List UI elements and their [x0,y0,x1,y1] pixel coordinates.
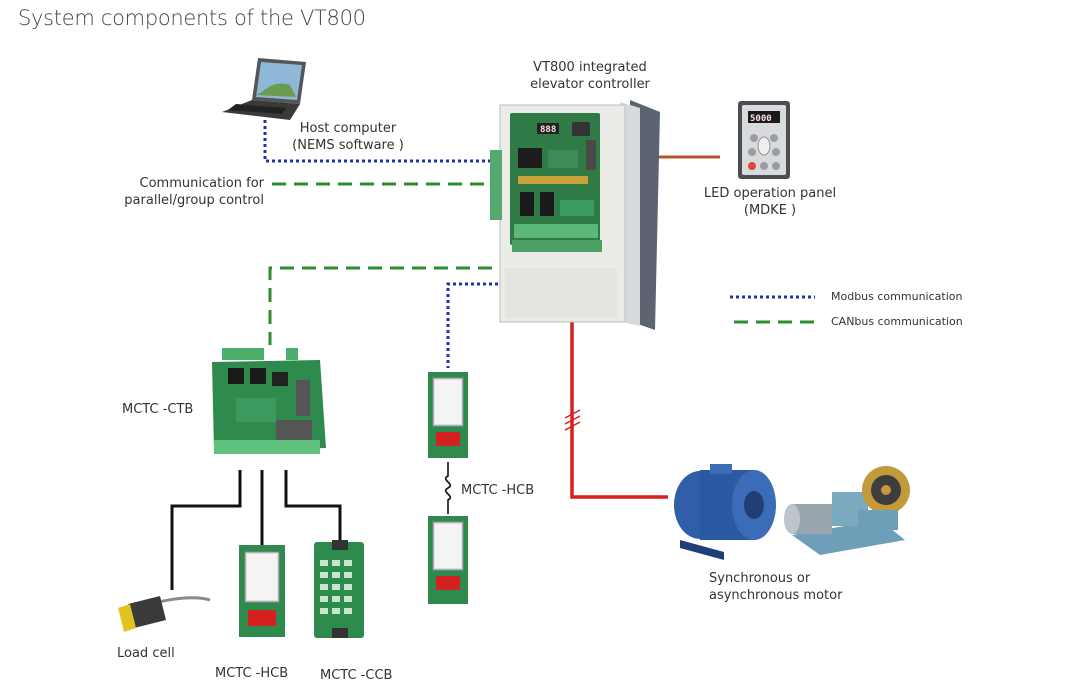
sensor-icon [118,596,211,632]
hcb-chain-squiggle [444,462,452,514]
controller-cabinet-icon: 888 [490,100,660,330]
led-panel-line2: (MDKE ) [743,203,797,218]
power-line-motor [570,322,668,499]
legend-canbus-label: CANbus communication [831,315,963,328]
traction-machine-icon [784,466,910,555]
hcb-chain-label: MCTC -HCB [461,483,535,498]
led-panel-line1: LED operation panel [703,186,837,201]
host-computer-label: Host computer (NEMS software ) [278,120,418,154]
parallel-control-label: Communication for parallel/group control [106,175,264,209]
display-board-icon-top [428,372,468,458]
control-board-icon [212,348,326,454]
host-computer-line1: Host computer [299,121,397,136]
ctb-label: MCTC -CTB [122,402,194,417]
hcb-car-label: MCTC -HCB [215,666,289,681]
led-panel-label: LED operation panel (MDKE ) [700,185,840,219]
call-board-icon [314,540,364,638]
svg-text:888: 888 [540,125,556,135]
parallel-control-line1: Communication for [139,176,264,191]
motor-icon [674,464,776,560]
controller-label: VT800 integrated elevator controller [505,59,675,93]
page-title: System components of the VT800 [18,6,366,30]
motor-line1: Synchronous or [709,571,811,586]
host-computer-line2: (NEMS software ) [292,138,404,153]
display-board-icon-car [239,545,285,637]
keypad-panel-icon: 5000 [738,101,790,179]
motor-label: Synchronous or asynchronous motor [709,570,842,604]
ccb-label: MCTC -CCB [320,668,393,683]
controller-label-line2: elevator controller [530,77,650,92]
parallel-control-line2: parallel/group control [124,193,264,208]
motor-line2: asynchronous motor [709,588,843,603]
panel-led-display: 5000 [750,114,772,124]
wire-load-cell [170,470,242,590]
display-board-icon-bottom [428,516,468,604]
cable-break-marks [564,409,581,431]
wire-ccb [284,470,342,542]
canbus-line-ctb [268,250,520,345]
modbus-line-host [263,120,490,163]
laptop-icon [222,58,306,120]
legend-modbus-label: Modbus communication [831,290,963,303]
modbus-line-hcb [446,250,532,368]
load-cell-label: Load cell [117,646,175,661]
controller-label-line1: VT800 integrated [533,60,647,75]
